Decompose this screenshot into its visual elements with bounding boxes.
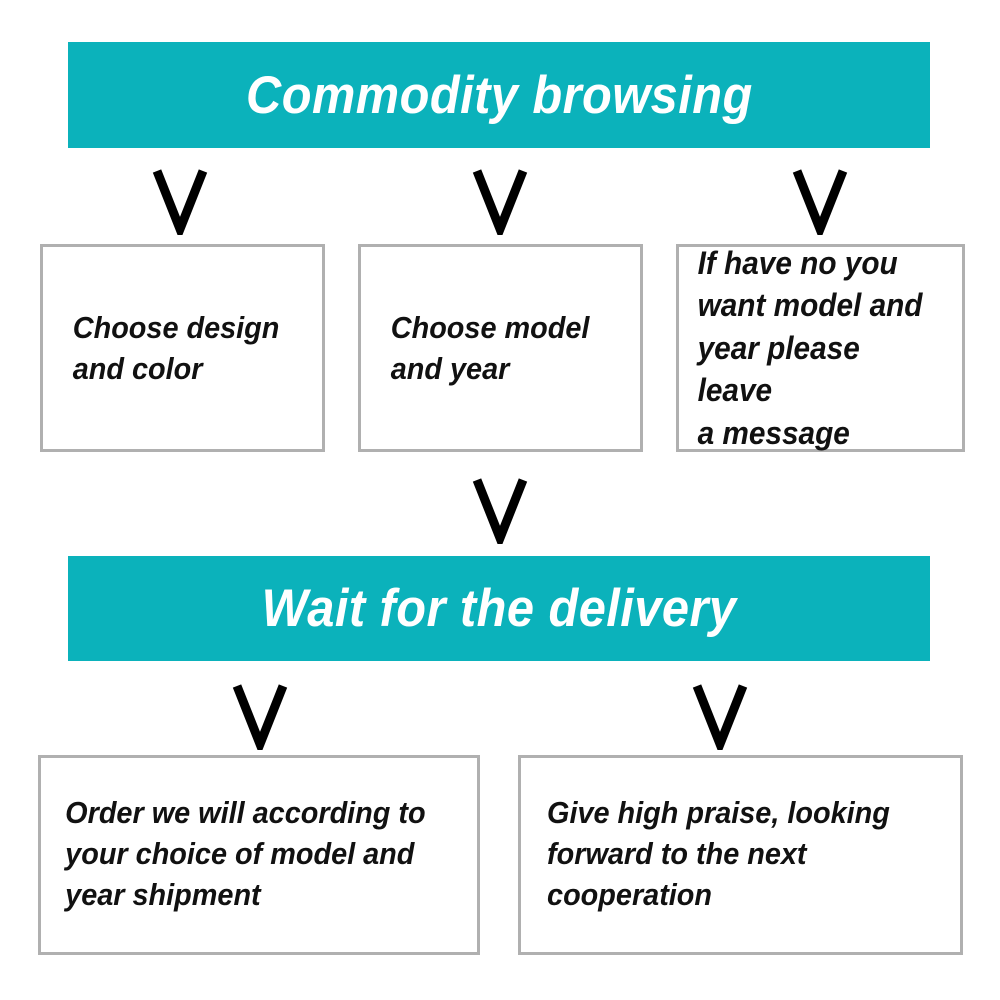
- box-give-high-praise-label: Give high praise, looking forward to the…: [547, 795, 890, 913]
- banner-commodity-browsing-label: Commodity browsing: [245, 65, 753, 125]
- box-choose-model-and-year: Choose model and year: [358, 244, 643, 452]
- chevron-down-icon-to-high-praise: [692, 682, 748, 750]
- chevron-down-icon-to-design-color: [152, 167, 208, 235]
- box-order-shipment-label: Order we will according to your choice o…: [65, 795, 426, 913]
- box-leave-a-message-label: If have no you want model and year pleas…: [697, 244, 923, 451]
- banner-wait-for-the-delivery: Wait for the delivery: [68, 556, 930, 661]
- chevron-down-icon-to-model-year: [472, 167, 528, 235]
- chevron-down-icon-to-order-shipment: [232, 682, 288, 750]
- box-choose-design-and-color: Choose design and color: [40, 244, 325, 452]
- box-choose-model-and-year-label: Choose model and year: [390, 309, 590, 386]
- chevron-down-icon-to-leave-message: [792, 167, 848, 235]
- box-give-high-praise: Give high praise, looking forward to the…: [518, 755, 963, 955]
- chevron-down-icon-to-wait-for-delivery: [472, 476, 528, 544]
- box-choose-design-and-color-label: Choose design and color: [72, 309, 280, 386]
- box-leave-a-message: If have no you want model and year pleas…: [676, 244, 965, 452]
- banner-commodity-browsing: Commodity browsing: [68, 42, 930, 148]
- banner-wait-for-the-delivery-label: Wait for the delivery: [261, 579, 737, 638]
- box-order-shipment: Order we will according to your choice o…: [38, 755, 480, 955]
